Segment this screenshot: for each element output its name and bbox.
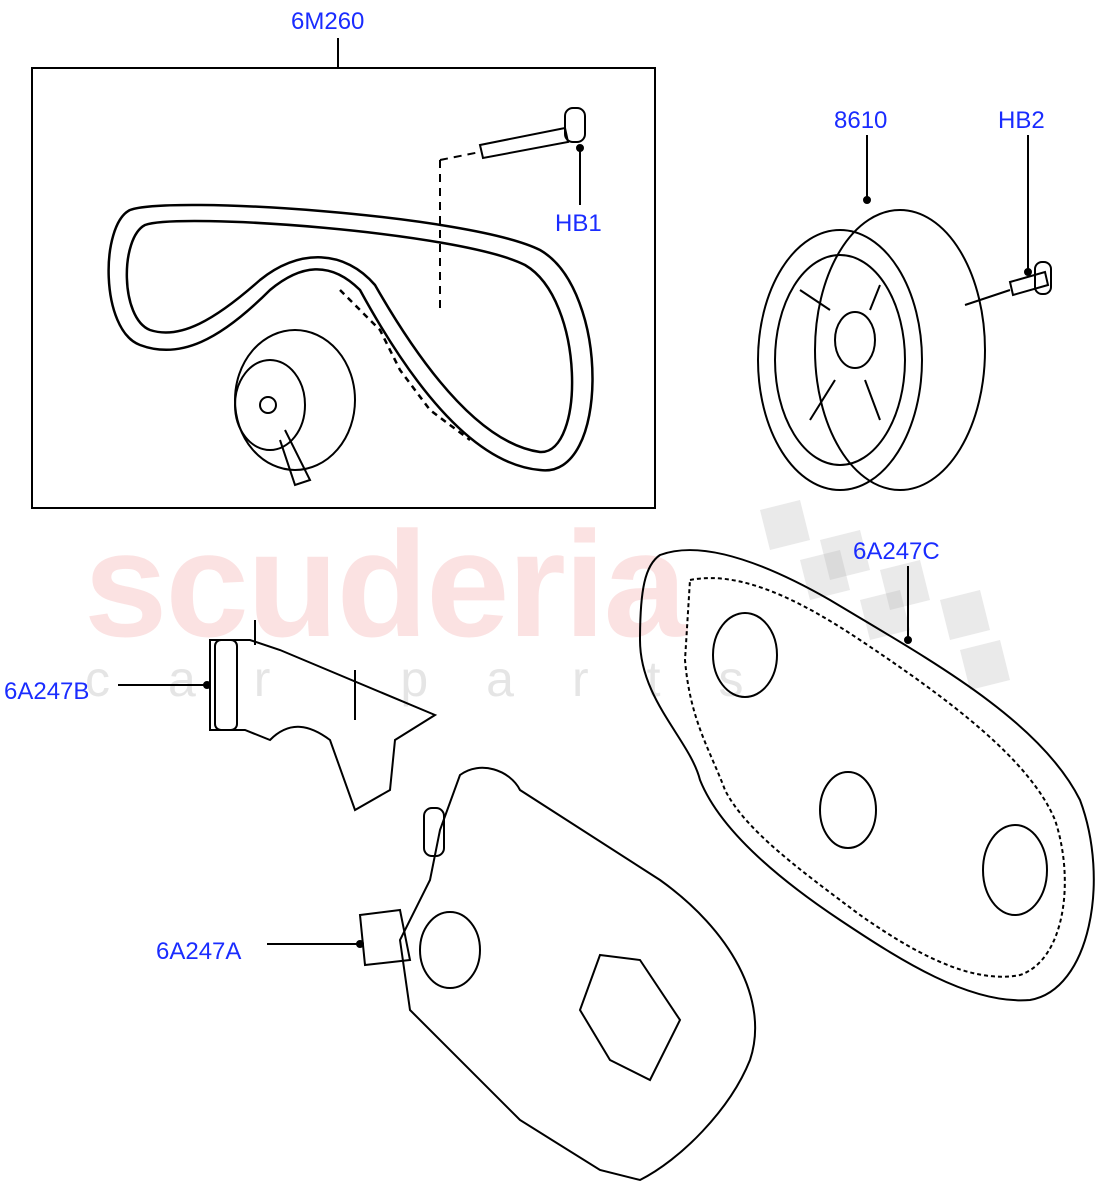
- callout-8610[interactable]: 8610: [834, 107, 888, 134]
- callout-6A247B[interactable]: 6A247B: [4, 678, 90, 705]
- callout-HB2[interactable]: HB2: [998, 107, 1045, 134]
- hb2-bolt: [964, 135, 1052, 306]
- tensioner-pulley: [234, 329, 356, 487]
- callout-6M260[interactable]: 6M260: [291, 8, 365, 35]
- callout-6A247A[interactable]: 6A247A: [156, 938, 242, 965]
- upper-inner-cover: [118, 620, 438, 812]
- outer-timing-cover: [638, 549, 1095, 1002]
- checker-flag-watermark: [760, 500, 1010, 690]
- timing-belt: [107, 203, 594, 472]
- watermark-sub: car parts: [85, 651, 802, 707]
- hb1-bolt: [439, 107, 586, 310]
- callout-HB1[interactable]: HB1: [555, 210, 602, 237]
- timing-belt-kit-box: [31, 38, 656, 509]
- callout-6A247C[interactable]: 6A247C: [853, 538, 940, 565]
- watermark-brand: scuderia: [84, 500, 687, 668]
- lower-inner-cover: [267, 766, 757, 1182]
- camshaft-pulley: [757, 135, 986, 491]
